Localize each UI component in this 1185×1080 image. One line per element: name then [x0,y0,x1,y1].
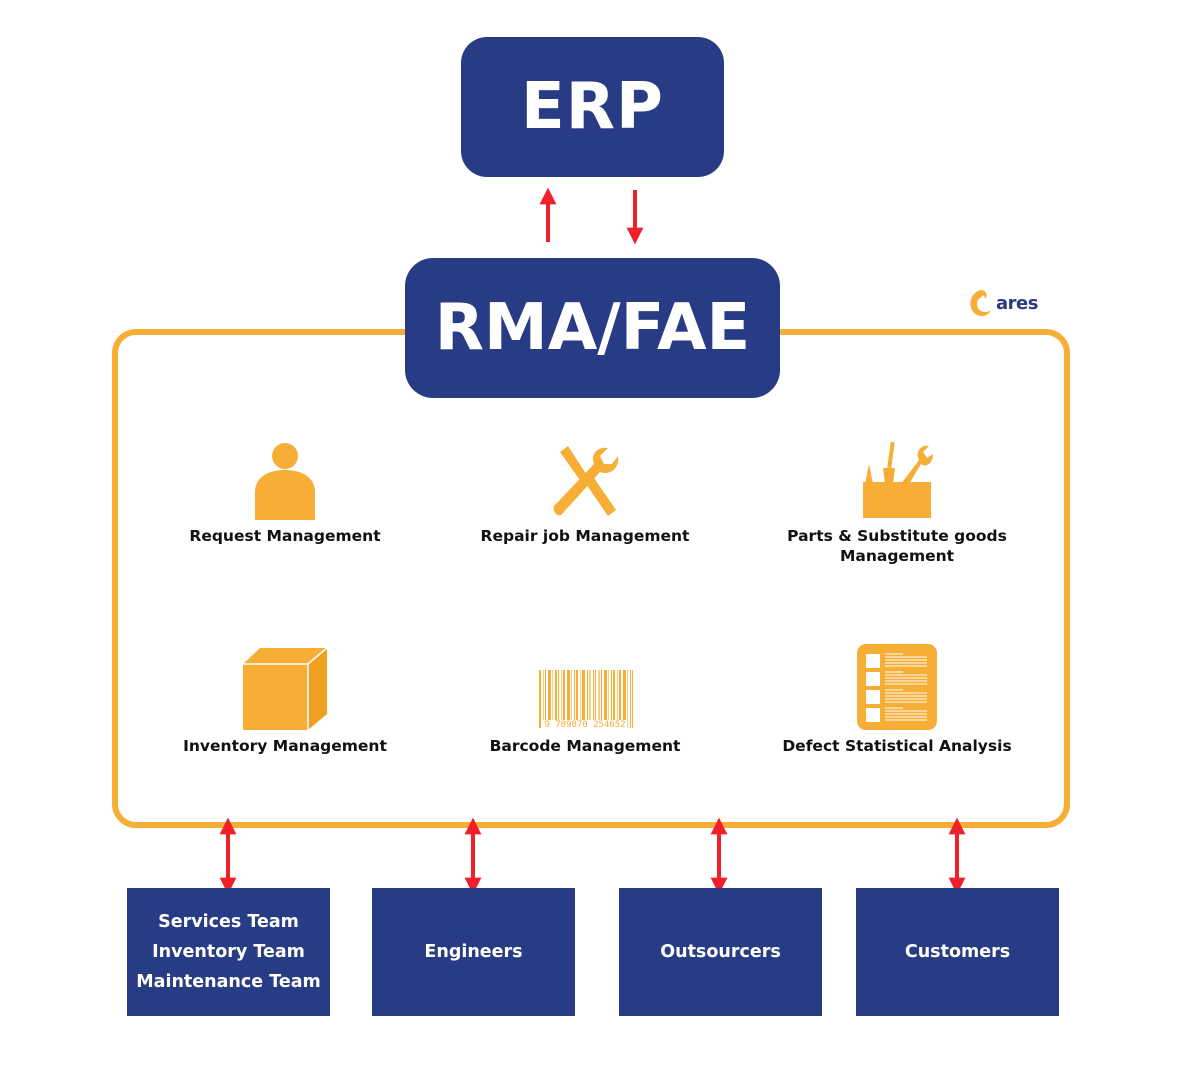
barcode-stripe [558,670,559,728]
barcode-stripe [548,670,551,728]
barcode-stripe [619,670,621,728]
barcode-stripe [587,670,588,728]
barcode-stripe [601,670,602,728]
barcode-stripe [593,670,594,728]
barcode-stripe [627,670,628,728]
barcode-stripe [608,670,609,728]
barcode-stripe [539,670,541,728]
rma-fae-label: RMA/FAE [434,291,751,365]
module-barcode-management: 9 789870 254652 Barcode Management [435,640,735,756]
barcode-stripe [574,670,575,728]
barcode-digits: 9 789870 254652 [543,720,627,730]
stakeholder-line: Engineers [424,942,523,962]
barcode-stripe [563,670,565,728]
box-icon [243,647,328,730]
stakeholder-line: Maintenance Team [136,972,321,992]
barcode-stripe [589,670,591,728]
bird-logo-icon [970,290,991,316]
module-inventory-management: Inventory Management [135,640,435,756]
module-label: Barcode Management [489,737,681,755]
barcode-icon [539,670,633,728]
stakeholder-line: Services Team [158,912,299,932]
barcode-stripe [582,670,585,728]
logo-text: ares [996,292,1038,314]
rma-fae-box: RMA/FAE [405,258,780,398]
module-label: Request Management [189,527,381,545]
checklist-icon [857,644,937,730]
toolbox-icon [863,441,933,518]
barcode-stripe [604,670,607,728]
stakeholder-line: Customers [904,942,1011,962]
stakeholder-line: Inventory Team [152,942,305,962]
barcode-stripe [623,670,626,728]
stakeholder-outsourcers: Outsourcers [619,888,822,1016]
module-repair-job-management: Repair job Management [435,430,735,546]
module-label: Repair job Management [480,527,690,545]
barcode-stripe [571,670,572,728]
barcode-stripe [611,670,612,728]
barcode-stripe [632,670,633,728]
ares-logo: ares [968,288,1038,318]
barcode-stripe [543,670,544,728]
wrench-screwdriver-icon [553,446,619,516]
barcode-stripe [617,670,618,728]
module-request-management: Request Management [135,430,435,546]
barcode-stripe [580,670,581,728]
module-label: Parts & Substitute goods Management [787,527,1007,565]
barcode-stripe [630,670,631,728]
barcode-stripe [598,670,600,728]
module-defect-statistical-analysis: Defect Statistical Analysis [747,640,1047,756]
module-parts-substitute-goods: Parts & Substitute goods Management [747,430,1047,566]
stakeholder-engineers: Engineers [372,888,575,1016]
barcode-stripe [567,670,570,728]
barcode-stripe [561,670,562,728]
barcode-stripe [613,670,615,728]
stakeholder-line: Outsourcers [660,942,781,962]
person-icon [255,443,315,520]
erp-label: ERP [521,70,664,144]
barcode-stripe [545,670,546,728]
module-label: Inventory Management [183,737,387,755]
barcode-stripe [595,670,596,728]
stakeholder-customers: Customers [856,888,1059,1016]
barcode-stripe [552,670,553,728]
barcode-stripe [576,670,578,728]
erp-box: ERP [461,37,724,177]
module-label: Defect Statistical Analysis [782,737,1012,755]
barcode-stripe [555,670,557,728]
stakeholder-teams: Services Team Inventory Team Maintenance… [127,888,330,1016]
